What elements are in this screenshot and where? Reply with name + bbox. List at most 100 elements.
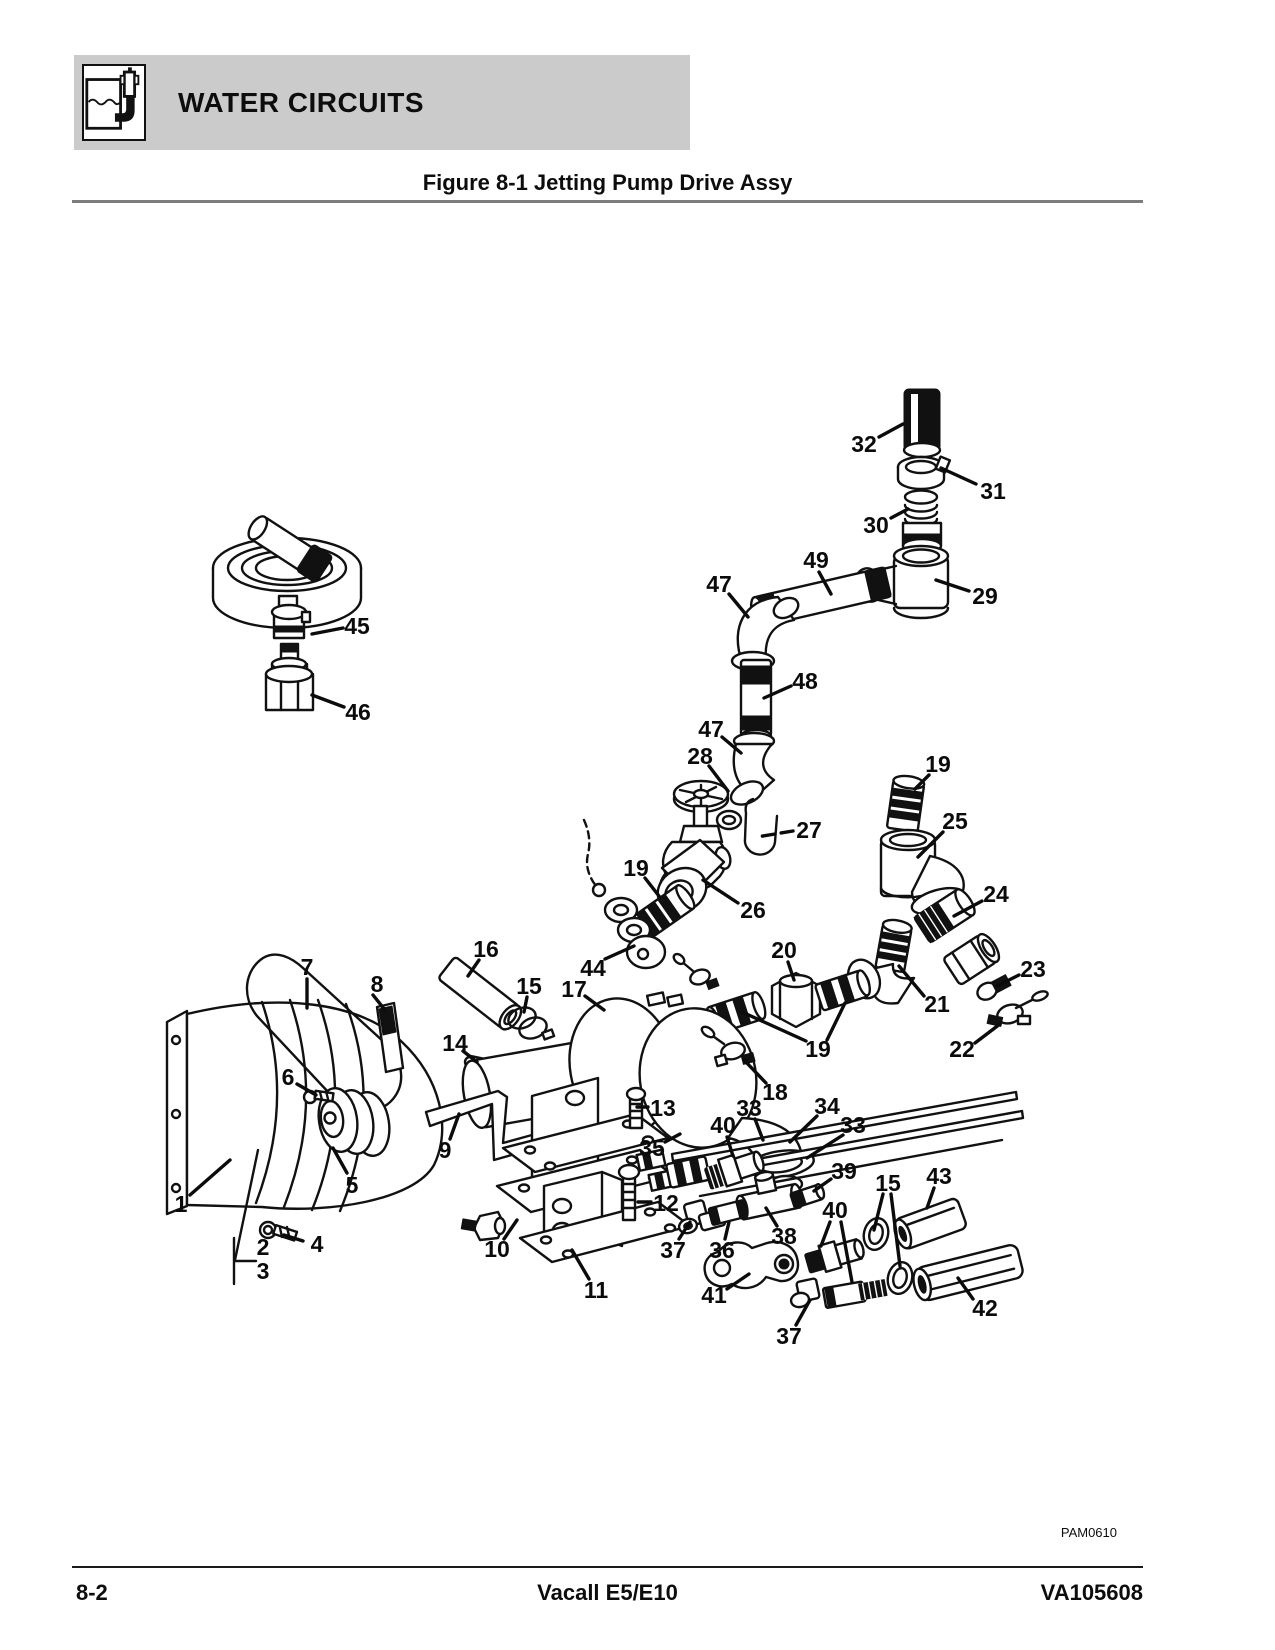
footer-divider	[72, 1566, 1143, 1568]
leader-line-39	[812, 1177, 833, 1193]
title-divider	[72, 200, 1143, 203]
callout-49: 49	[803, 547, 829, 573]
callout-33: 33	[736, 1095, 762, 1121]
leader-line-8	[371, 993, 387, 1012]
part-19-coupling-right	[814, 969, 871, 1012]
callout-14: 14	[442, 1030, 468, 1056]
leader-line-40	[819, 1220, 832, 1248]
callout-25: 25	[942, 808, 968, 834]
part-41-cross-fitting	[703, 1240, 800, 1290]
part-24-nipple	[913, 888, 976, 944]
leader-line-46	[310, 693, 346, 709]
leader-line-33	[753, 1117, 765, 1142]
callout-19: 19	[805, 1036, 831, 1062]
part-33-34-tubes	[635, 1090, 1025, 1198]
callout-18: 18	[762, 1079, 788, 1105]
leader-line-5	[331, 1146, 349, 1175]
leader-line-21	[897, 964, 926, 998]
leader-line-40	[839, 1220, 854, 1284]
callout-20: 20	[771, 937, 797, 963]
leader-line-15	[522, 995, 529, 1014]
part-13-bolt	[625, 1086, 647, 1130]
part-40-barb-fitting-lower	[804, 1238, 865, 1274]
part-16-pipe	[438, 956, 523, 1031]
part-19-hose-barb-top	[885, 774, 926, 833]
footer-model: Vacall E5/E10	[537, 1580, 678, 1605]
leader-line-31	[939, 466, 978, 486]
part-5-pulley	[317, 1087, 391, 1157]
leader-line-22	[973, 1022, 1002, 1045]
callout-37: 37	[776, 1323, 802, 1349]
leader-line-1	[188, 1158, 232, 1197]
leader-line-10	[502, 1218, 519, 1241]
part-27-u-pipe	[743, 797, 779, 856]
callout-40: 40	[822, 1197, 848, 1223]
part-45-clamp-fitting	[270, 603, 312, 640]
callout-24: 24	[983, 881, 1009, 907]
leader-line-27	[755, 829, 795, 839]
callout-31: 31	[980, 478, 1006, 504]
leader-line-4	[282, 1233, 305, 1243]
callout-42: 42	[972, 1295, 998, 1321]
leader-line-23	[995, 973, 1021, 988]
image-code: PAM0610	[1060, 1525, 1117, 1540]
leader-line-26	[701, 878, 740, 905]
leader-line-45	[310, 626, 345, 636]
leader-line-15	[872, 1192, 885, 1232]
leader-line-37	[677, 1220, 692, 1241]
callout-32: 32	[851, 431, 877, 457]
part-22-drain-cock	[986, 990, 1049, 1027]
leader-line-30	[889, 507, 910, 520]
section-title: WATER CIRCUITS	[178, 86, 425, 118]
part-12-bolt	[617, 1163, 641, 1222]
part-18-petcock-top	[672, 952, 720, 990]
leader-line-6	[295, 1082, 318, 1097]
part-10-fitting	[460, 1210, 507, 1242]
part-47-elbow-upper	[730, 595, 800, 672]
leader-line-29	[934, 578, 971, 593]
callout-23: 23	[1020, 956, 1046, 982]
leader-line-47	[720, 735, 743, 755]
part-1-motor	[165, 998, 444, 1216]
leader-line-17	[583, 994, 606, 1012]
callout-17: 17	[561, 976, 587, 1002]
leader-line-20	[786, 960, 796, 982]
callout-10: 10	[484, 1236, 510, 1262]
leader-line-40	[725, 1135, 735, 1158]
part-20-hex-nut	[770, 971, 822, 1029]
part-42-hose	[912, 1243, 1024, 1302]
callout-28: 28	[687, 743, 713, 769]
callout-21: 21	[924, 991, 950, 1017]
callout-19: 19	[623, 855, 649, 881]
leader-line-32	[877, 422, 905, 439]
callout-40: 40	[710, 1112, 736, 1138]
leader-line-19	[740, 1010, 808, 1043]
leader-line-48	[762, 684, 793, 700]
leader-line-19	[643, 876, 661, 898]
callout-36: 36	[709, 1237, 735, 1263]
part-32-hose-end	[902, 388, 942, 459]
callout-5: 5	[346, 1172, 359, 1198]
leader-line-24	[952, 899, 984, 918]
part-37-elbow-bottom	[789, 1277, 888, 1309]
leader-line-14	[461, 1049, 479, 1064]
leader-line-28	[707, 764, 730, 793]
callout-layer: 1234567891011121314151516171819191920212…	[175, 422, 1046, 1349]
callout-39: 39	[831, 1158, 857, 1184]
callout-48: 48	[792, 668, 818, 694]
leader-line-47	[727, 592, 750, 619]
leader-line-38	[764, 1206, 779, 1228]
callout-13: 13	[650, 1095, 676, 1121]
part-8-bar	[375, 1001, 405, 1074]
part-2-3-bracket	[232, 1148, 260, 1286]
callout-26: 26	[740, 897, 766, 923]
part-11-pump-block	[518, 1170, 692, 1264]
leader-line-37	[794, 1298, 812, 1327]
leader-line-25	[916, 830, 945, 859]
callout-15: 15	[516, 973, 542, 999]
callout-27: 27	[796, 817, 822, 843]
leader-line-15	[889, 1192, 902, 1268]
leader-line-19	[913, 773, 931, 791]
